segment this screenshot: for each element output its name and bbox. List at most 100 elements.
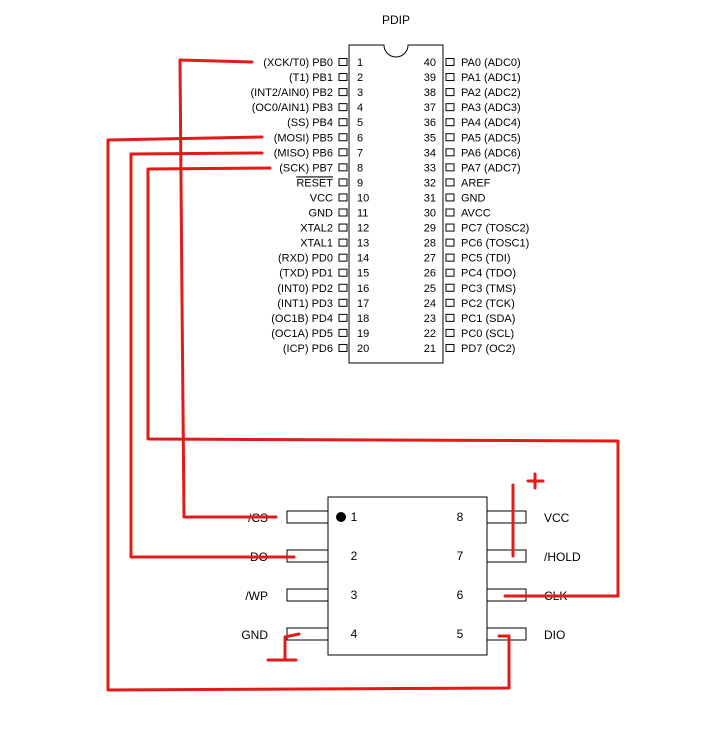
mcu-pin-3	[338, 88, 348, 97]
mcu-pin-label: (XCK/T0) PB0	[263, 57, 333, 69]
mcu-pin-name: PD7	[461, 343, 482, 355]
mcu-pin-number: 7	[357, 147, 363, 159]
mcu-pin-func: (TOSC1)	[482, 238, 529, 250]
mcu-pin-label: PA2 (ADC2)	[461, 87, 521, 99]
mcu-pin-label: (SS) PB4	[287, 117, 333, 129]
mcu-pin-number: 2	[357, 72, 363, 84]
mcu-pin-name: PC4	[461, 268, 482, 280]
mcu-pin-37	[445, 103, 455, 112]
mcu-pin-number: 26	[424, 268, 436, 280]
mcu-pin-number: 8	[357, 162, 363, 174]
mcu-pin-name: PA7	[461, 162, 481, 174]
mcu-pin-number: 30	[424, 208, 436, 220]
mcu-pin-12	[338, 223, 348, 232]
mcu-pin-name: PD0	[312, 253, 333, 265]
mcu-pin-number: 34	[424, 147, 436, 159]
mcu-pin-number: 3	[357, 87, 363, 99]
mcu-pin-func: (SDA)	[482, 313, 515, 325]
mcu-pin-label: (OC0/AIN1) PB3	[252, 102, 333, 114]
mcu-pin-27	[445, 253, 455, 262]
mcu-pin-name: PB5	[312, 132, 333, 144]
mcu-pin-25	[445, 283, 455, 292]
mcu-pin-name: RESET	[296, 177, 333, 189]
mcu-pin-name: PC5	[461, 253, 482, 265]
mcu-pin-number: 6	[357, 132, 363, 144]
mcu-pin-name: PD6	[312, 343, 333, 355]
flash-pin-4	[286, 627, 329, 641]
mcu-pin-label: (SCK) PB7	[279, 162, 333, 174]
mcu-pin-func: (ICP)	[283, 343, 312, 355]
mcu-pin-name: PB0	[312, 57, 333, 69]
mcu-pin-number: 15	[357, 268, 369, 280]
mcu-pin-label: PA4 (ADC4)	[461, 117, 521, 129]
mcu-pin-label: PC7 (TOSC2)	[461, 223, 529, 235]
mcu-pin-label: PA3 (ADC3)	[461, 102, 521, 114]
mcu-pin-24	[445, 298, 455, 307]
mcu-pin-name: GND	[309, 208, 334, 220]
mcu-pin-name: PB1	[312, 72, 333, 84]
mcu-pin-number: 23	[424, 313, 436, 325]
mcu-pin-number: 1	[357, 57, 363, 69]
mcu-pin-number: 5	[357, 117, 363, 129]
mcu-pin-name: PC2	[461, 298, 482, 310]
mcu-pin-label: (MISO) PB6	[274, 147, 333, 159]
mcu-pin-number: 25	[424, 283, 436, 295]
mcu-pin-func: (ADC3)	[481, 102, 521, 114]
mcu-pin-label: (T1) PB1	[289, 72, 333, 84]
mcu-pin-18	[338, 313, 348, 322]
mcu-pin-number: 39	[424, 72, 436, 84]
mcu-pin-number: 40	[424, 57, 436, 69]
mcu-pin-label: (OC1B) PD4	[271, 313, 333, 325]
mcu-pin-func: (ADC4)	[481, 117, 521, 129]
mcu-pin-name: PA5	[461, 132, 481, 144]
mcu-pin-label: (MOSI) PB5	[274, 132, 333, 144]
mcu-pin-label: RESET	[296, 177, 333, 189]
mcu-pin-number: 14	[357, 253, 369, 265]
mcu-pin-number: 37	[424, 102, 436, 114]
wire-sck-clk	[146, 166, 620, 598]
mcu-pin-func: (INT2/AIN0)	[250, 87, 312, 99]
mcu-pin-func: (ADC7)	[481, 162, 521, 174]
mcu-pin-func: (T1)	[289, 72, 312, 84]
mcu-pin-name: PB2	[312, 87, 333, 99]
mcu-pin-func: (ADC1)	[481, 72, 521, 84]
mcu-pin-15	[338, 268, 348, 277]
mcu-pin-8	[338, 163, 348, 172]
mcu-pin-label: (TXD) PD1	[279, 268, 333, 280]
wire-mosi-dio	[106, 135, 511, 692]
mcu-pin-label: GND	[461, 192, 486, 204]
mcu-pin-number: 31	[424, 192, 436, 204]
flash-pin-number: 4	[351, 627, 358, 641]
mcu-pin-func: (TDO)	[482, 268, 516, 280]
mcu-pin-name: PB4	[312, 117, 333, 129]
mcu-pin-name: PA3	[461, 102, 481, 114]
mcu-pin-label: (RXD) PD0	[278, 253, 333, 265]
mcu-pin-number: 27	[424, 253, 436, 265]
mcu-pin-label: PD7 (OC2)	[461, 343, 515, 355]
flash-pin-7	[486, 549, 527, 563]
mcu-pin-number: 29	[424, 223, 436, 235]
flash-pin-label: GND	[241, 628, 268, 642]
mcu-pin-20	[338, 343, 348, 352]
mcu-pin-name: PC6	[461, 238, 482, 250]
mcu-pin-func: (ADC6)	[481, 147, 521, 159]
mcu-pin-33	[445, 163, 455, 172]
mcu-pin-label: VCC	[310, 192, 333, 204]
mcu-pin-label: PC1 (SDA)	[461, 313, 515, 325]
mcu-pin-32	[445, 178, 455, 187]
mcu-pin-func: (OC0/AIN1)	[252, 102, 313, 114]
mcu-pin-label: AVCC	[461, 208, 491, 220]
mcu-pin-label: PA0 (ADC0)	[461, 57, 521, 69]
mcu-pin-label: PC3 (TMS)	[461, 283, 516, 295]
flash-pin-number: 3	[351, 588, 358, 602]
mcu-pin-label: XTAL1	[300, 238, 333, 250]
flash-body	[327, 496, 488, 656]
mcu-pin-label: (ICP) PD6	[283, 343, 333, 355]
mcu-pin-10	[338, 193, 348, 202]
pin1-dot	[336, 512, 346, 522]
mcu-pin-func: (INT0)	[277, 283, 311, 295]
mcu-pin-label: XTAL2	[300, 223, 333, 235]
flash-pin-number: 8	[457, 510, 464, 524]
mcu-pin-label: PA1 (ADC1)	[461, 72, 521, 84]
